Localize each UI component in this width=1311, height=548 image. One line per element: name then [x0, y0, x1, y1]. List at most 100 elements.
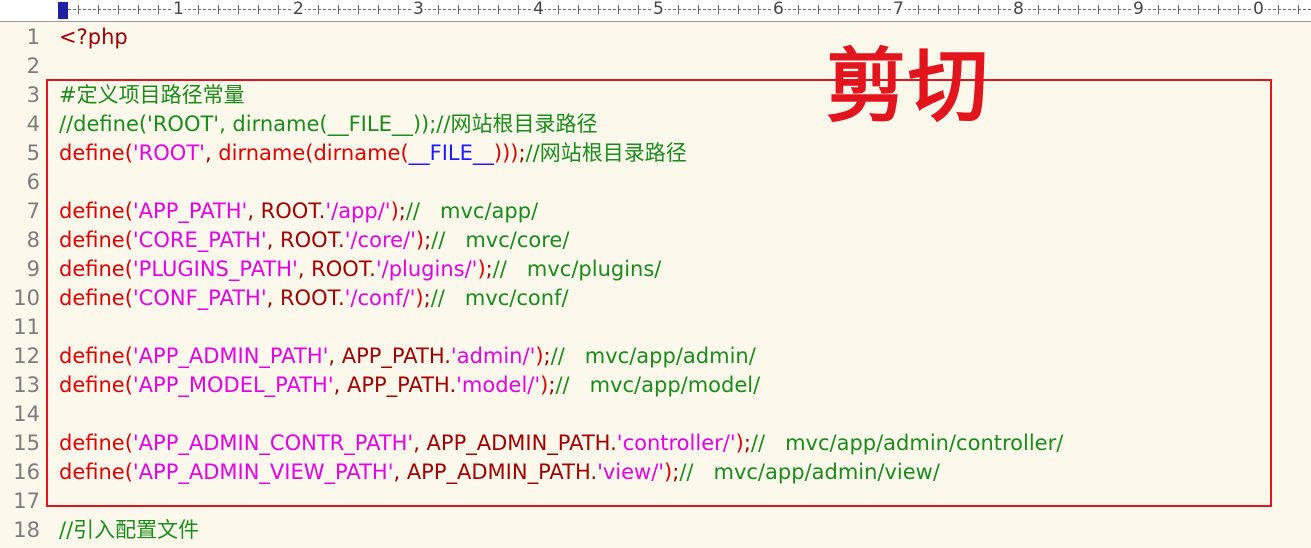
ruler-tick — [1278, 5, 1279, 14]
code-line[interactable]: define('CORE_PATH', ROOT.'/core/');// mv… — [59, 226, 569, 255]
code-line[interactable]: define('ROOT', dirname(dirname(__FILE__)… — [59, 139, 687, 168]
ruler-tick — [438, 5, 439, 14]
code-line[interactable]: //define('ROOT', dirname(__FILE__));//网站… — [59, 110, 597, 139]
ruler-tick — [938, 5, 939, 14]
ruler-tick — [218, 5, 219, 14]
code-token: '/conf/' — [344, 286, 416, 310]
code-line[interactable]: define('APP_MODEL_PATH', APP_PATH.'model… — [59, 371, 760, 400]
code-token: 'PLUGINS_PATH' — [132, 257, 298, 281]
ruler-tick — [1058, 5, 1059, 14]
ruler-tick — [498, 5, 499, 14]
ruler-tick — [958, 5, 959, 14]
line-number: 10 — [13, 286, 40, 310]
code-token: ) — [735, 431, 744, 455]
ruler-tick — [1178, 5, 1179, 14]
ruler-tick — [818, 5, 819, 14]
ruler-tick — [518, 5, 519, 14]
code-token: , APP_PATH. — [328, 344, 451, 368]
ruler-label: 6 — [772, 0, 785, 19]
ruler-tick — [258, 5, 259, 14]
line-number: 6 — [26, 170, 40, 194]
ruler-tick — [698, 5, 699, 14]
ruler-tick — [478, 5, 479, 14]
ruler-tick — [1238, 5, 1239, 14]
ruler-tick — [458, 5, 459, 14]
code-token: 'APP_ADMIN_PATH' — [132, 344, 329, 368]
code-token: ; — [398, 199, 406, 223]
code-line[interactable]: //引入配置文件 — [59, 516, 199, 545]
ruler-label: 0 — [1252, 0, 1265, 19]
code-token: '/plugins/' — [375, 257, 478, 281]
code-token: 'APP_PATH' — [132, 199, 248, 223]
code-token: 'controller/' — [616, 431, 736, 455]
ruler-tick — [1078, 5, 1079, 14]
line-number: 16 — [13, 460, 40, 484]
ruler-tick — [98, 5, 99, 14]
ruler-tick — [1098, 5, 1099, 14]
code-token: 'APP_MODEL_PATH' — [132, 373, 334, 397]
code-token: ) — [664, 460, 673, 484]
code-token: 'admin/' — [450, 344, 536, 368]
line-number: 14 — [13, 402, 40, 426]
ruler-tick — [378, 5, 379, 14]
code-line[interactable]: #定义项目路径常量 — [59, 81, 245, 110]
line-number: 9 — [26, 257, 40, 281]
ruler-tick — [798, 5, 799, 14]
ruler-label: 5 — [652, 0, 665, 19]
ruler-label: 8 — [1012, 0, 1025, 19]
code-token: ) — [535, 344, 544, 368]
code-token: '/core/' — [344, 228, 416, 252]
code-token: 'APP_ADMIN_VIEW_PATH' — [132, 460, 394, 484]
ruler-tick — [138, 5, 139, 14]
line-number: 5 — [26, 141, 40, 165]
code-token: , ROOT. — [247, 199, 326, 223]
line-number: 12 — [13, 344, 40, 368]
ruler-tick — [338, 5, 339, 14]
ruler-label: 3 — [412, 0, 425, 19]
line-number: 3 — [26, 83, 40, 107]
ruler-tick — [918, 5, 919, 14]
ruler-tick — [1118, 5, 1119, 14]
code-line[interactable]: define('PLUGINS_PATH', ROOT.'/plugins/')… — [59, 255, 661, 284]
code-token: // mvc/conf/ — [430, 286, 569, 310]
code-line[interactable]: define('CONF_PATH', ROOT.'/conf/');// mv… — [59, 284, 569, 313]
code-token: ) — [415, 286, 424, 310]
ruler-tick — [838, 5, 839, 14]
code-token: // mvc/app/admin/view/ — [679, 460, 940, 484]
code-token: 'CORE_PATH' — [132, 228, 267, 252]
code-token: // mvc/app/admin/ — [550, 344, 756, 368]
code-line[interactable]: <?php — [59, 23, 128, 52]
code-token: , APP_PATH. — [333, 373, 457, 397]
code-token: // mvc/plugins/ — [492, 257, 662, 281]
code-token: ; — [743, 431, 751, 455]
code-token: dirname(dirname( — [218, 141, 409, 165]
code-token: #定义项目路径常量 — [59, 83, 245, 107]
code-line[interactable]: define('APP_ADMIN_VIEW_PATH', APP_ADMIN_… — [59, 458, 940, 487]
cut-selection-box — [46, 79, 1272, 507]
code-token: ; — [518, 141, 526, 165]
ruler-tick — [198, 5, 199, 14]
code-token: //引入配置文件 — [59, 518, 200, 542]
code-line[interactable]: define('APP_ADMIN_CONTR_PATH', APP_ADMIN… — [59, 429, 1063, 458]
code-token: , APP_ADMIN_PATH. — [413, 431, 617, 455]
code-token: , ROOT. — [297, 257, 376, 281]
line-number: 17 — [13, 489, 40, 513]
ruler-tick — [398, 5, 399, 14]
code-token: ; — [672, 460, 680, 484]
line-number: 15 — [13, 431, 40, 455]
code-token: 'ROOT' — [132, 141, 205, 165]
code-line[interactable]: define('APP_ADMIN_PATH', APP_PATH.'admin… — [59, 342, 756, 371]
line-number: 2 — [26, 54, 40, 78]
line-number: 7 — [26, 199, 40, 223]
code-token: //define('ROOT', dirname(__FILE__));//网站… — [59, 112, 598, 136]
code-line[interactable]: define('APP_PATH', ROOT.'/app/');// mvc/… — [59, 197, 538, 226]
code-token: , — [204, 141, 219, 165]
code-token: , APP_ADMIN_PATH. — [393, 460, 598, 484]
ruler-tick — [598, 5, 599, 14]
ruler-tick — [858, 5, 859, 14]
code-token: // mvc/app/ — [405, 199, 539, 223]
ruler-tick — [1038, 5, 1039, 14]
